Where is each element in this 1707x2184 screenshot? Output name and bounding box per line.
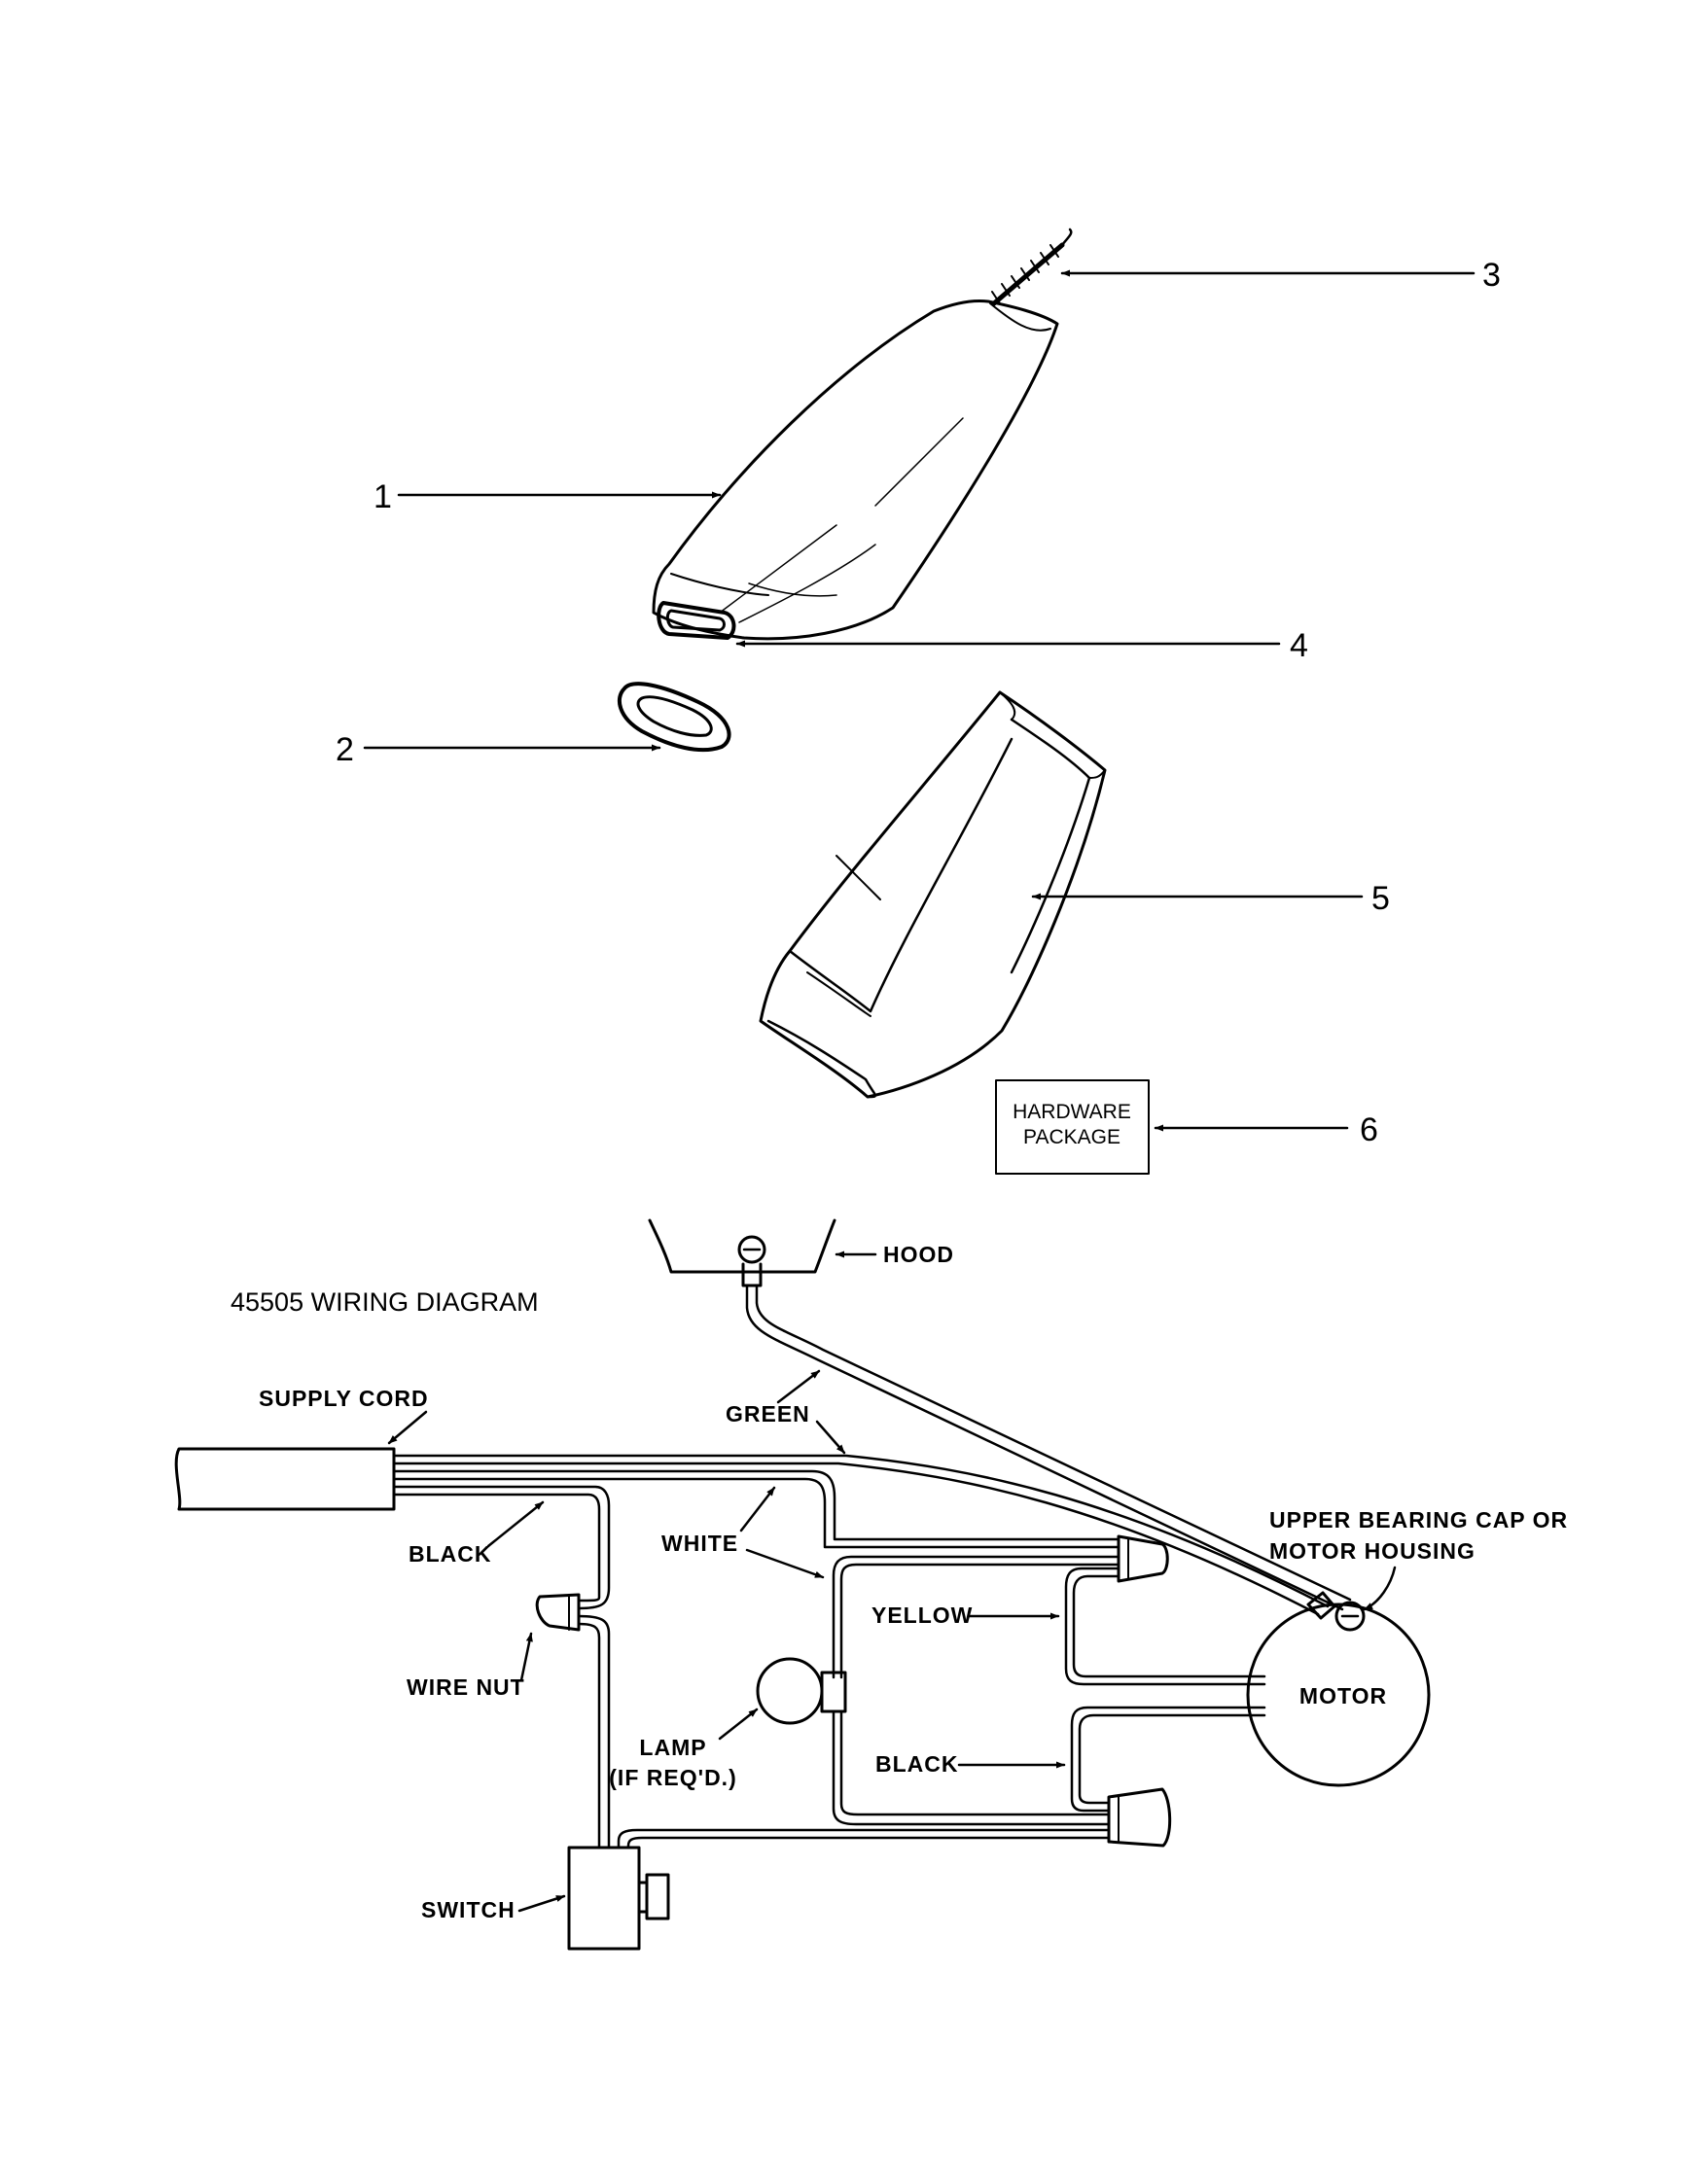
wire-nut-label: WIRE NUT <box>407 1674 525 1700</box>
motor-label: MOTOR <box>1299 1683 1387 1708</box>
callout-6: 6 <box>1360 1111 1378 1148</box>
lamp-label-line-1: LAMP <box>639 1735 706 1760</box>
wire-nut-top <box>1117 1534 1169 1583</box>
hardware-package-line-1: HARDWARE <box>1013 1101 1131 1123</box>
lamp-label-line-2: (IF REQ'D.) <box>609 1765 736 1790</box>
hood-label: HOOD <box>883 1242 954 1267</box>
part-3-spring <box>991 228 1073 306</box>
part-2-gasket <box>617 682 731 753</box>
white-label: WHITE <box>661 1531 738 1556</box>
callout-5: 5 <box>1371 880 1390 917</box>
callout-4: 4 <box>1290 627 1308 664</box>
callout-2: 2 <box>336 731 354 768</box>
upper-bearing-label-line-1: UPPER BEARING CAP OR <box>1269 1507 1568 1532</box>
wire-nut-bottom <box>1107 1787 1172 1848</box>
hood: HOOD <box>648 1218 954 1287</box>
switch: SWITCH <box>421 1846 670 1951</box>
wire-labels: GREEN BLACK WHITE UPPER BEARING CAP OR M… <box>409 1369 1568 1777</box>
hardware-package-line-2: PACKAGE <box>1023 1126 1120 1148</box>
yellow-label: YELLOW <box>871 1603 973 1628</box>
lamp: LAMP (IF REQ'D.) <box>609 1657 847 1790</box>
green-label: GREEN <box>726 1401 810 1427</box>
wiring-diagram-title: 45505 WIRING DIAGRAM <box>231 1287 539 1317</box>
part-4-bag-collar <box>657 601 736 640</box>
callout-1: 1 <box>373 478 392 515</box>
switch-label: SWITCH <box>421 1897 516 1922</box>
motor: MOTOR <box>1246 1591 1431 1787</box>
black-top-label: BLACK <box>409 1541 492 1567</box>
upper-bearing-label-line-2: MOTOR HOUSING <box>1269 1538 1476 1564</box>
black-bottom-label: BLACK <box>875 1751 959 1777</box>
part-callouts: 3 1 4 2 5 6 <box>336 257 1501 1148</box>
wires <box>392 1284 1352 1849</box>
wire-nut-middle: WIRE NUT <box>407 1593 581 1700</box>
supply-cord: SUPPLY CORD <box>174 1386 429 1511</box>
part-1-filter-bag <box>652 299 1059 641</box>
part-5-filter-pad <box>759 690 1107 1099</box>
hardware-package-box: HARDWARE PACKAGE <box>995 1079 1150 1175</box>
callout-3: 3 <box>1482 257 1501 294</box>
supply-cord-label: SUPPLY CORD <box>259 1386 429 1411</box>
